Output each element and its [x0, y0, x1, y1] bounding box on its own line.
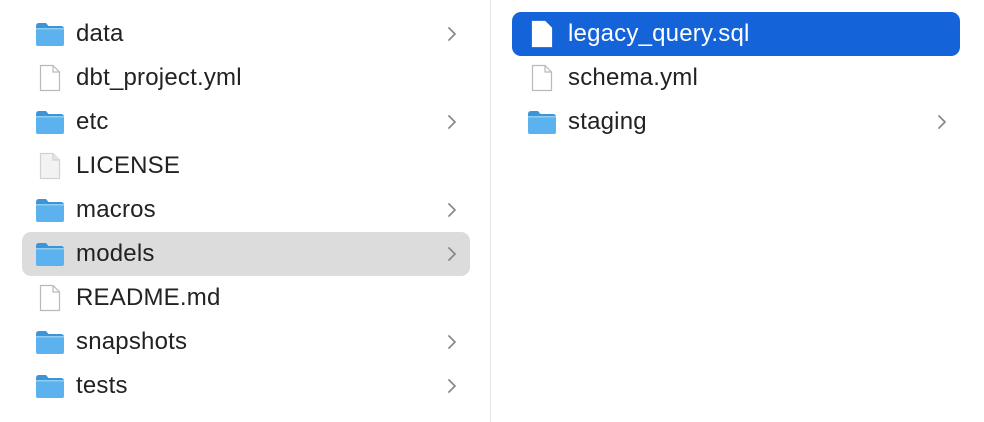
chevron-right-icon — [446, 201, 458, 219]
item-label: dbt_project.yml — [76, 64, 242, 91]
list-item-schema-yml[interactable]: schema.yml — [512, 56, 960, 100]
folder-icon — [526, 108, 558, 136]
folder-icon — [34, 196, 66, 224]
document-icon — [526, 64, 558, 92]
list-item-readme-md[interactable]: README.md — [22, 276, 470, 320]
list-item-snapshots[interactable]: snapshots — [22, 320, 470, 364]
list-item-staging[interactable]: staging — [512, 100, 960, 144]
column-divider[interactable] — [490, 0, 491, 422]
item-label: data — [76, 20, 124, 47]
item-label: README.md — [76, 284, 221, 311]
folder-icon — [34, 240, 66, 268]
item-label: models — [76, 240, 155, 267]
chevron-right-icon — [446, 113, 458, 131]
list-item-dbt-project-yml[interactable]: dbt_project.yml — [22, 56, 470, 100]
document-icon — [34, 284, 66, 312]
item-label: macros — [76, 196, 156, 223]
item-label: tests — [76, 372, 128, 399]
chevron-right-icon — [446, 377, 458, 395]
list-item-tests[interactable]: tests — [22, 364, 470, 408]
folder-icon — [34, 108, 66, 136]
folder-icon — [34, 372, 66, 400]
column-models[interactable]: legacy_query.sql schema.yml staging — [491, 0, 984, 422]
folder-icon — [34, 20, 66, 48]
folder-icon — [34, 328, 66, 356]
list-item-data[interactable]: data — [22, 12, 470, 56]
plain-document-icon — [34, 152, 66, 180]
file-list-models: legacy_query.sql schema.yml staging — [491, 0, 984, 144]
list-item-etc[interactable]: etc — [22, 100, 470, 144]
item-label: staging — [568, 108, 647, 135]
chevron-right-icon — [446, 333, 458, 351]
chevron-right-icon — [446, 245, 458, 263]
list-item-license[interactable]: LICENSE — [22, 144, 470, 188]
item-label: LICENSE — [76, 152, 181, 179]
list-item-macros[interactable]: macros — [22, 188, 470, 232]
item-label: snapshots — [76, 328, 188, 355]
item-label: schema.yml — [568, 64, 699, 91]
list-item-models[interactable]: models — [22, 232, 470, 276]
item-label: etc — [76, 108, 109, 135]
list-item-legacy-query-sql[interactable]: legacy_query.sql — [512, 12, 960, 56]
item-label: legacy_query.sql — [568, 20, 750, 47]
chevron-right-icon — [936, 113, 948, 131]
document-icon — [34, 64, 66, 92]
chevron-right-icon — [446, 25, 458, 43]
document-icon — [526, 20, 558, 48]
